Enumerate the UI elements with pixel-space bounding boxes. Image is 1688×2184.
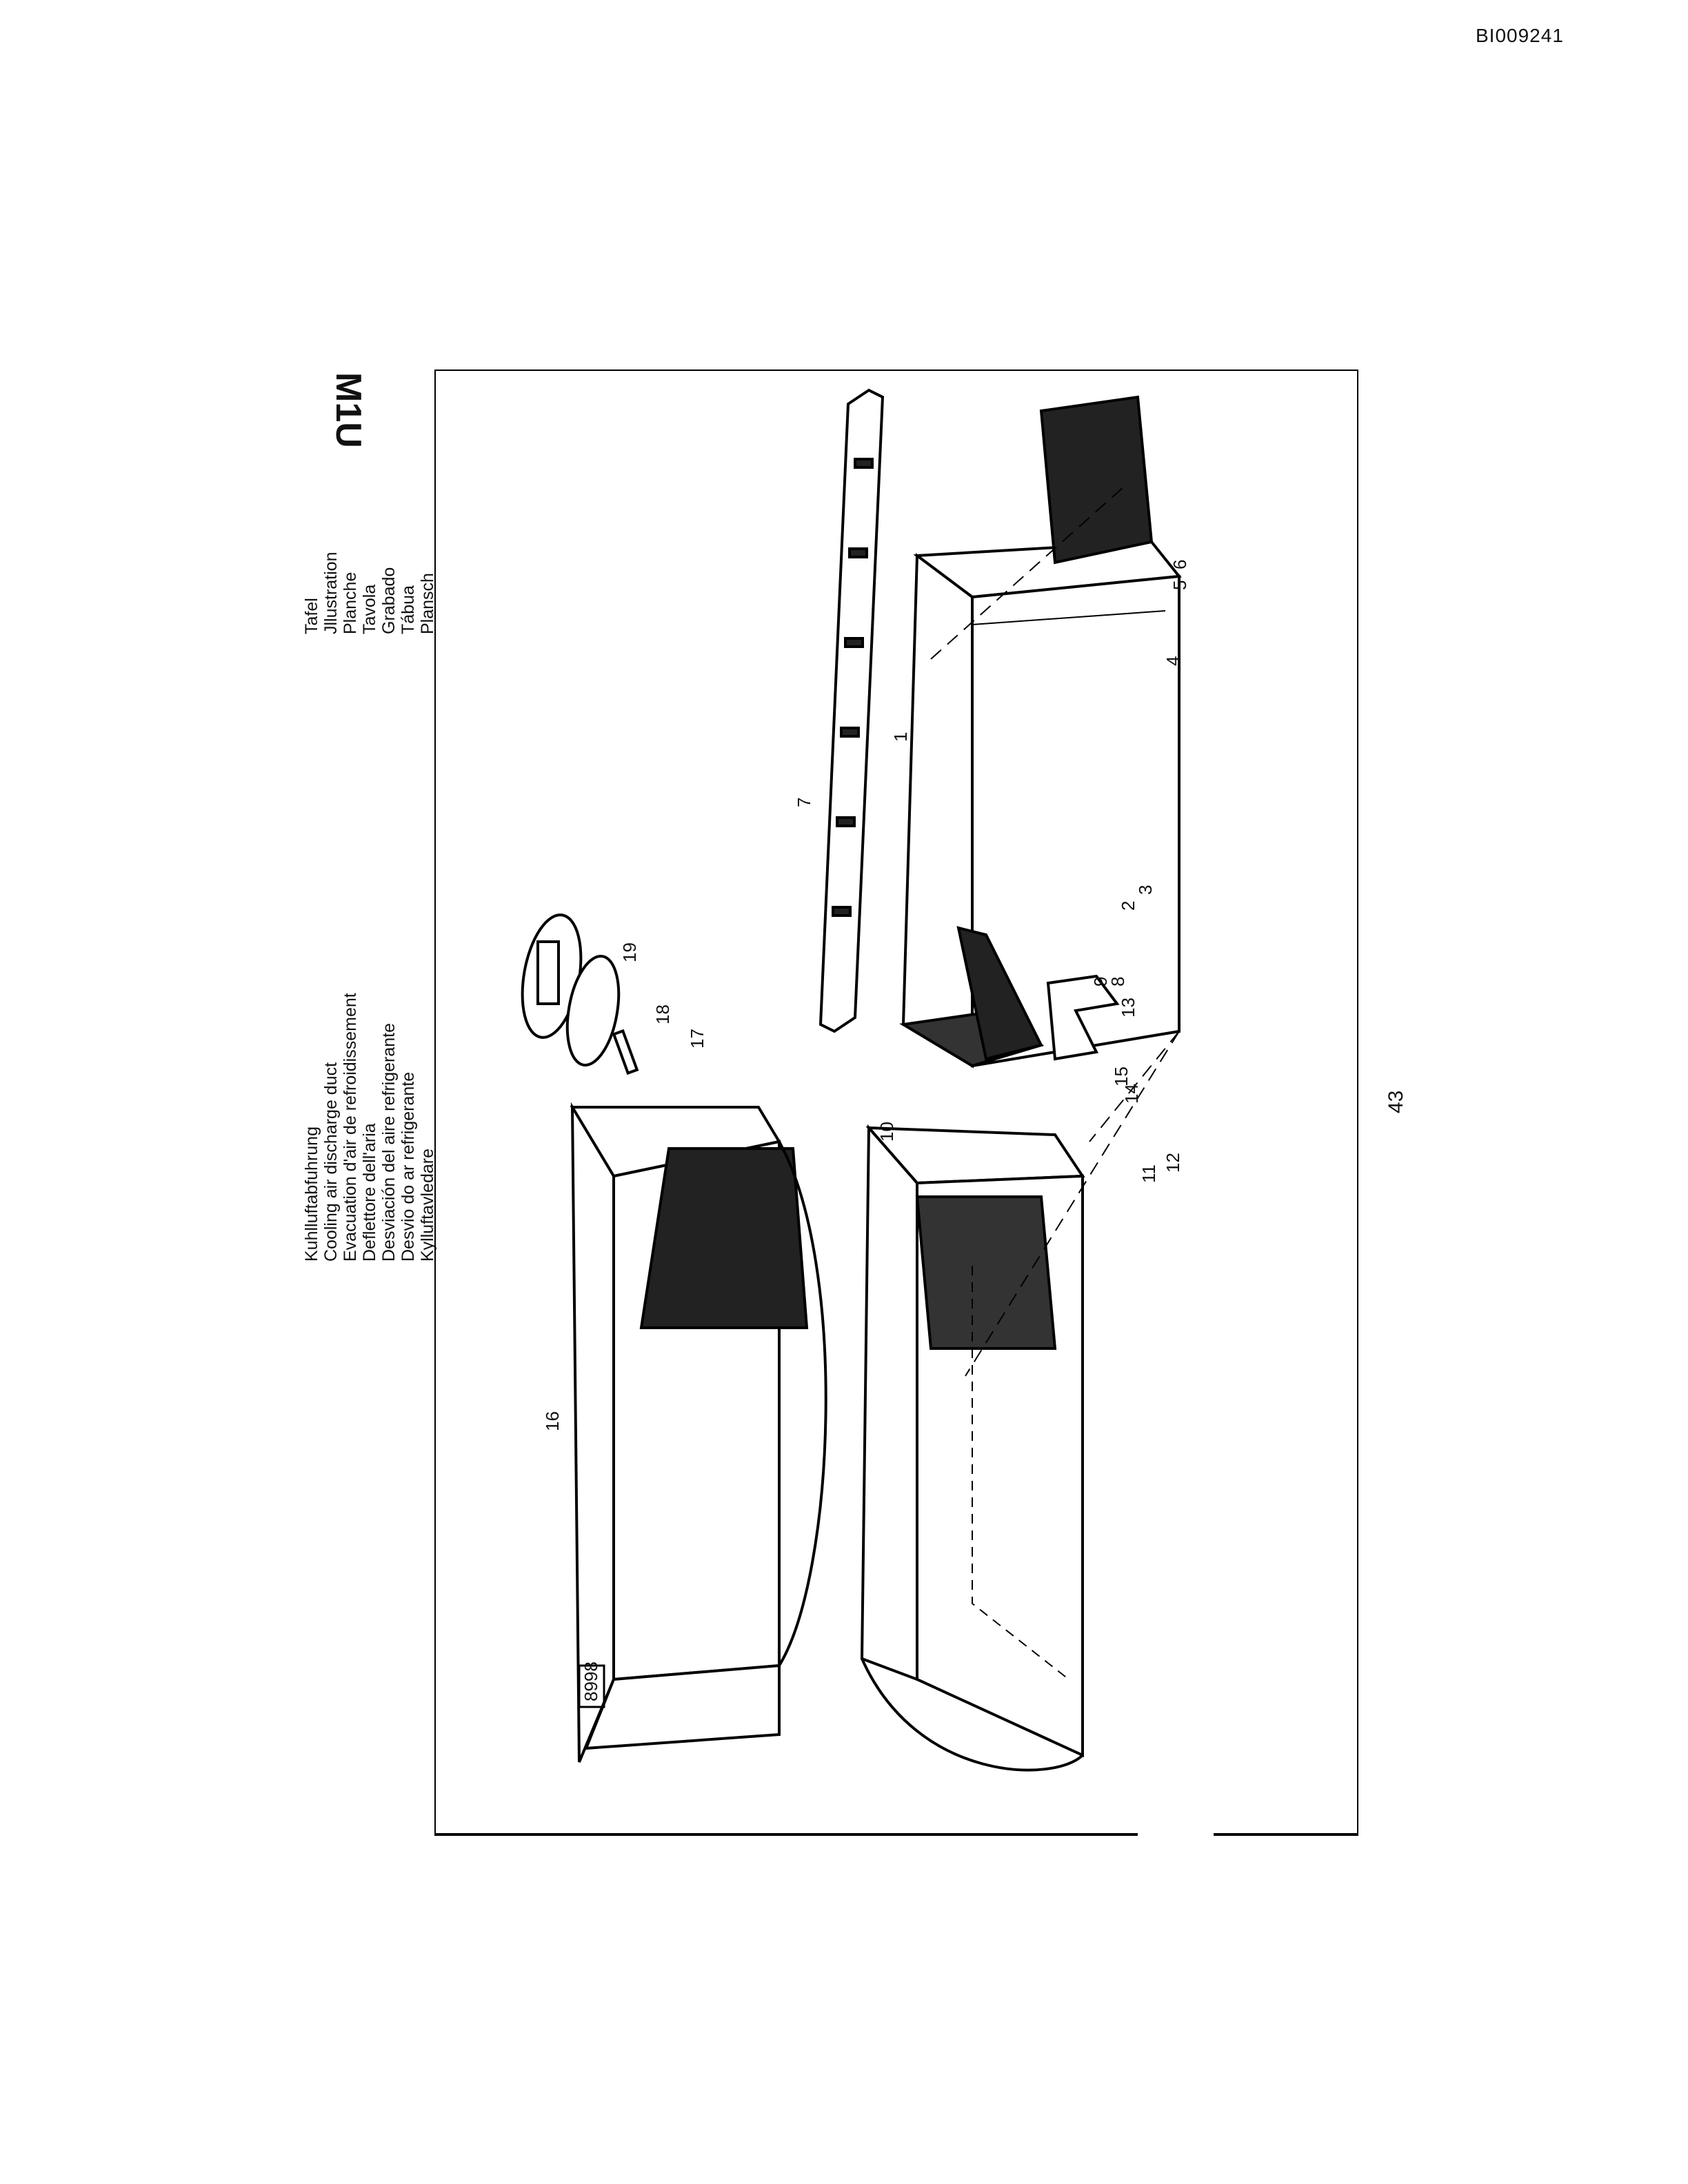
callout-19: 19 — [619, 942, 640, 962]
callout-16: 16 — [542, 1411, 563, 1431]
title-it: Deflettore dell'aria — [360, 1123, 379, 1262]
gasket-part-18 — [565, 954, 621, 1067]
callout-15: 15 — [1111, 1066, 1132, 1086]
figure-number: 8998 — [581, 1661, 601, 1701]
callout-9: 9 — [1090, 977, 1111, 987]
duct-part-1 — [899, 395, 1182, 1069]
callout-3: 3 — [1135, 885, 1156, 895]
model-code: M1U — [328, 372, 368, 448]
assembly-lines — [930, 486, 1180, 1377]
plate-label-de: Tafel — [302, 598, 321, 634]
callout-10: 10 — [876, 1122, 897, 1142]
title-pt: Desvio do ar refrigerante — [399, 1071, 418, 1262]
title-es: Desviación del aire refrigerante — [379, 1022, 399, 1262]
plate-label-it: Tavola — [360, 584, 379, 634]
title-fr: Evacuation d'air de refroidissement — [341, 993, 360, 1262]
callout-5: 5 — [1169, 580, 1190, 590]
callout-2: 2 — [1118, 901, 1138, 911]
callout-1: 1 — [890, 732, 911, 742]
bolt-part-17 — [612, 1029, 639, 1075]
callout-17: 17 — [687, 1029, 707, 1049]
plate-label-fr: Planche — [341, 572, 360, 634]
parts-illustration: 8998 1 2 3 4 5 6 7 8 9 10 11 12 13 14 15… — [433, 368, 1360, 1838]
callout-4: 4 — [1163, 656, 1183, 666]
bracket-strip-part-7 — [818, 388, 885, 1033]
callout-14: 14 — [1121, 1084, 1142, 1104]
callout-8: 8 — [1107, 977, 1128, 987]
callout-13: 13 — [1118, 998, 1138, 1018]
callout-12: 12 — [1163, 1153, 1183, 1173]
figure-number-box: 8998 — [578, 1661, 605, 1708]
callout-6: 6 — [1169, 560, 1190, 569]
callout-11: 11 — [1138, 1164, 1159, 1183]
callout-18: 18 — [652, 1004, 673, 1024]
document-id: BI009241 — [1476, 25, 1564, 46]
duct-part-16 — [570, 1102, 827, 1763]
plate-label-en: Jllustration — [321, 552, 341, 635]
duct-part-10 — [860, 1124, 1085, 1772]
clip-part-13 — [1046, 974, 1120, 1061]
plate-label-pt: Tábua — [399, 585, 418, 634]
page-number: 43 — [1385, 1090, 1407, 1113]
title-en: Cooling air discharge duct — [321, 1062, 341, 1262]
plate-label-es: Grabado — [379, 567, 399, 634]
callouts: 1 2 3 4 5 6 7 8 9 10 11 12 13 14 15 16 1… — [542, 560, 1190, 1431]
callout-7: 7 — [794, 798, 814, 807]
title-de: Kuhlluftabfuhrung — [302, 1126, 321, 1262]
